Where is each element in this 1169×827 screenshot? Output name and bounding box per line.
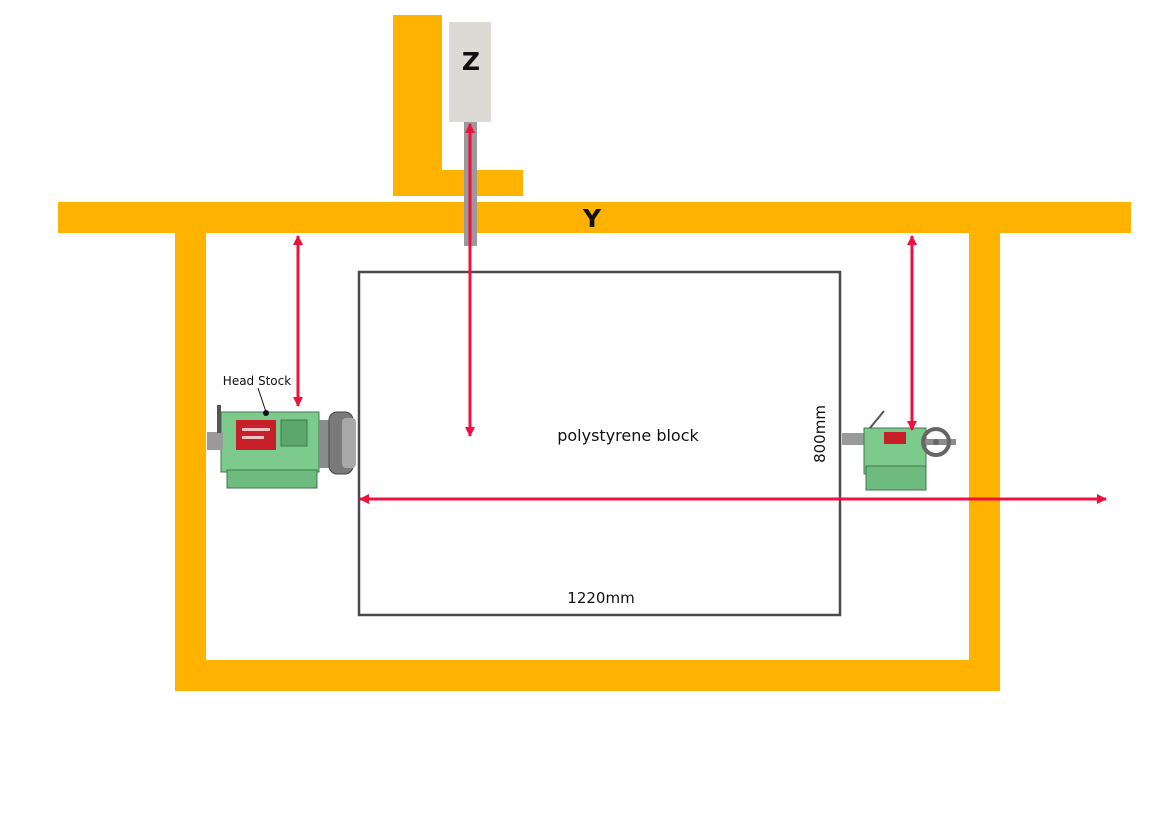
tail-stock xyxy=(842,410,956,491)
head-stock-plate-text xyxy=(242,428,270,431)
frame-left-post xyxy=(175,233,206,691)
z-carriage-vertical xyxy=(393,15,442,196)
tail-stock-handwheel xyxy=(921,427,951,457)
head-stock-collar xyxy=(319,420,331,468)
head-stock-label: Head Stock xyxy=(223,374,291,388)
head-stock-pointer-dot xyxy=(263,410,269,416)
head-stock-pointer xyxy=(257,387,267,413)
head-stock: Head Stock xyxy=(207,374,356,489)
tail-stock-plate xyxy=(884,432,906,444)
motion-arrows xyxy=(293,123,1107,504)
z-carriage-horizontal xyxy=(393,170,523,196)
head-stock-left-handle xyxy=(207,432,223,450)
head-stock-plate-text xyxy=(242,436,264,439)
head-stock-plate xyxy=(236,420,276,450)
tail-stock-base xyxy=(865,465,927,491)
machine-frame xyxy=(58,15,1131,691)
z-spindle-body xyxy=(449,22,491,122)
tail-stock-lever xyxy=(869,410,885,429)
width-dimension-label: 1220mm xyxy=(567,589,634,607)
head-stock-chuck-jaw xyxy=(342,418,356,468)
frame-bottom-rail xyxy=(175,660,1000,691)
z-axis-label: Z xyxy=(462,47,480,76)
polystyrene-block xyxy=(357,270,842,617)
tail-stock-screw xyxy=(926,439,956,445)
height-dimension-label: 800mm xyxy=(811,405,829,463)
y-axis-label: Y xyxy=(582,204,602,233)
head-stock-base xyxy=(226,469,318,489)
head-stock-window xyxy=(280,419,308,447)
frame-right-post xyxy=(969,233,1000,691)
head-stock-lever xyxy=(217,405,221,433)
block-label: polystyrene block xyxy=(557,426,699,445)
tail-stock-handwheel-hub xyxy=(933,439,939,445)
y-gantry-beam xyxy=(58,202,1131,233)
